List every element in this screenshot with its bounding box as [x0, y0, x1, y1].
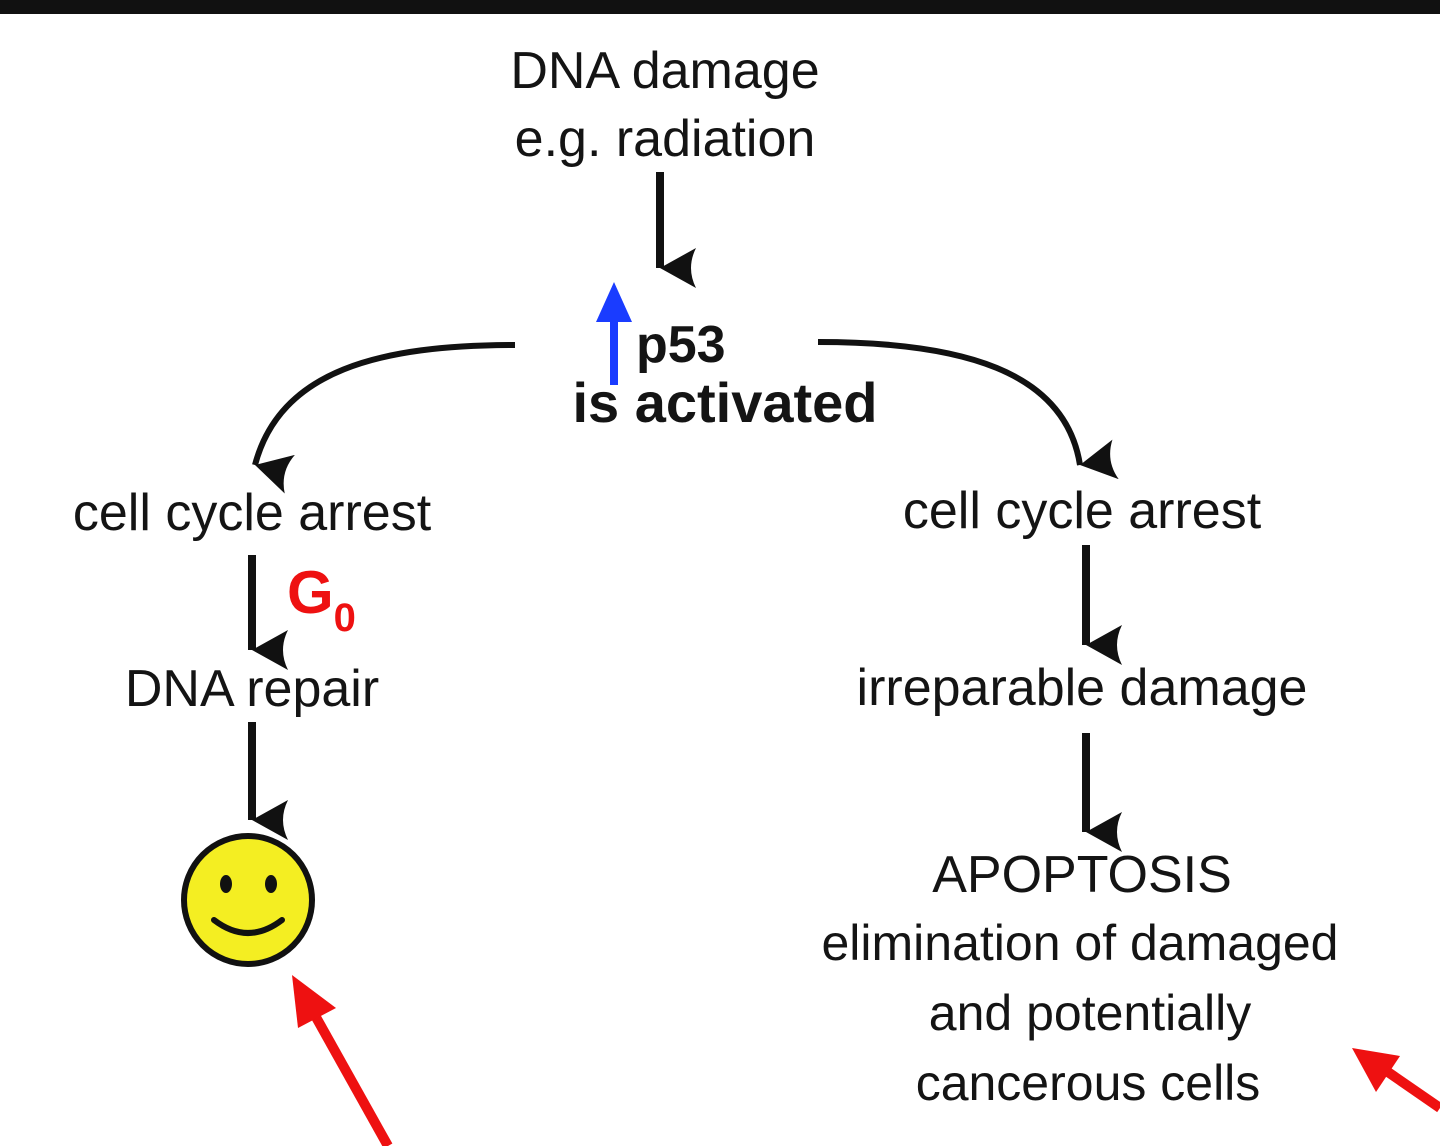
p53-status: is activated: [572, 371, 877, 434]
right-cell-cycle-arrest: cell cycle arrest: [903, 482, 1262, 540]
g0-subscript: 0: [334, 596, 356, 640]
dna-repair: DNA repair: [125, 660, 379, 718]
increase-arrow-icon: [596, 282, 632, 385]
p53-label: p53: [636, 316, 726, 374]
red-pointer-arrow-apoptosis: [1352, 1048, 1440, 1113]
apoptosis-desc-1: elimination of damaged: [822, 915, 1339, 971]
trigger-title: DNA damage: [510, 42, 819, 100]
apoptosis-desc-3: cancerous cells: [916, 1055, 1261, 1111]
top-border: [0, 0, 1440, 14]
g0-phase-label: G0: [287, 559, 356, 640]
arrow-p53-to-right-branch: [817, 339, 1119, 480]
apoptosis-title: APOPTOSIS: [932, 846, 1232, 904]
apoptosis-desc-2: and potentially: [929, 985, 1251, 1041]
irreparable-damage: irreparable damage: [857, 659, 1308, 717]
smiley-face-icon: [181, 833, 315, 967]
trigger-example: e.g. radiation: [515, 110, 816, 168]
left-cell-cycle-arrest: cell cycle arrest: [73, 484, 432, 542]
arrow-p53-to-left-branch: [252, 342, 516, 494]
red-pointer-arrow-smiley: [292, 975, 393, 1146]
